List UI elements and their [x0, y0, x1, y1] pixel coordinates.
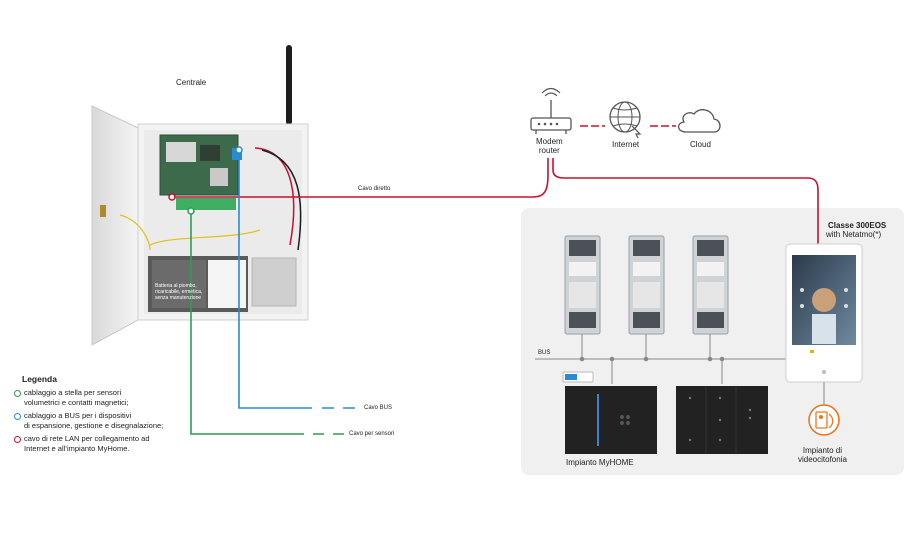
impianto-myhome-label: Impianto MyHOME [566, 458, 634, 467]
legend-red-dot [14, 436, 21, 443]
lan-cable-red [172, 158, 549, 198]
legend-item-sensors: cablaggio a stella per sensori volumetri… [14, 388, 214, 408]
bus-cable-blue [238, 150, 312, 409]
legend-item-lan-line2: Internet e all’impianto MyHome. [24, 444, 130, 453]
legend-item-lan-line1: cavo di rete LAN per collegamento ad [24, 434, 150, 443]
myhome-voice-control-device [562, 371, 657, 454]
lan-cable-start [168, 193, 176, 201]
din-module-3 [692, 235, 729, 335]
legend-green-dot [14, 390, 21, 397]
power-supply [251, 257, 297, 307]
antenna [286, 45, 292, 125]
modem-router-label-line1: Modem [536, 137, 563, 146]
myhome-switch-panel [676, 386, 768, 454]
battery-label-line2: ricaricabile, ermetica, [155, 289, 203, 295]
classe-title: Classe 300EOS [828, 221, 887, 230]
internet-label: Internet [612, 140, 640, 149]
modem-router-icon [530, 87, 572, 134]
impianto-video-line1: Impianto di [802, 446, 843, 455]
battery-label-line1: Batteria al piombo, [155, 283, 197, 289]
legend-item-bus-line1: cablaggio a BUS per i dispositivi [24, 411, 132, 420]
battery-label-line3: senza manutenzione [155, 295, 202, 301]
classe-300eos-display [785, 243, 863, 383]
classe-subtitle: with Netatmo(*) [826, 230, 882, 239]
impianto-video-label: Impianto di videocitofonia [798, 446, 847, 464]
legend-item-lan: cavo di rete LAN per collegamento ad Int… [14, 434, 214, 454]
legend-item-bus: cablaggio a BUS per i dispositivi di esp… [14, 411, 214, 431]
legend-blue-dot [14, 413, 21, 420]
bus-label: BUS [538, 350, 551, 356]
cloud-icon [677, 109, 721, 133]
enclosure-door [91, 105, 139, 346]
modem-router-label: Modem router [536, 137, 563, 155]
cavo-sensori-label: Cavo per sensori [349, 431, 395, 437]
cloud-label: Cloud [690, 140, 711, 149]
cavo-diretto-label: Cavo diretto [358, 186, 391, 192]
cavo-bus-label: Cavo BUS [364, 405, 393, 411]
modem-router-label-line2: router [538, 146, 560, 155]
impianto-video-line2: videocitofonia [798, 455, 847, 464]
legend-item-sensors-line1: cablaggio a stella per sensori [24, 388, 122, 397]
din-module-2 [628, 235, 665, 335]
legend: Legenda cablaggio a stella per sensori v… [14, 374, 214, 457]
sensor-cable-green [190, 211, 304, 435]
centrale-label: Centrale [176, 78, 207, 87]
intercom-icon [808, 404, 840, 436]
legend-title: Legenda [22, 374, 57, 384]
globe-icon [609, 101, 642, 139]
battery-label: Batteria al piombo, ricaricabile, ermeti… [155, 283, 202, 301]
legend-item-bus-line2: di espansione, gestione e disegnalazione… [24, 421, 164, 430]
din-module-1 [564, 235, 601, 335]
legend-item-sensors-line2: volumetrici e contatti magnetici; [24, 398, 129, 407]
lan-cable-to-display [552, 158, 819, 244]
